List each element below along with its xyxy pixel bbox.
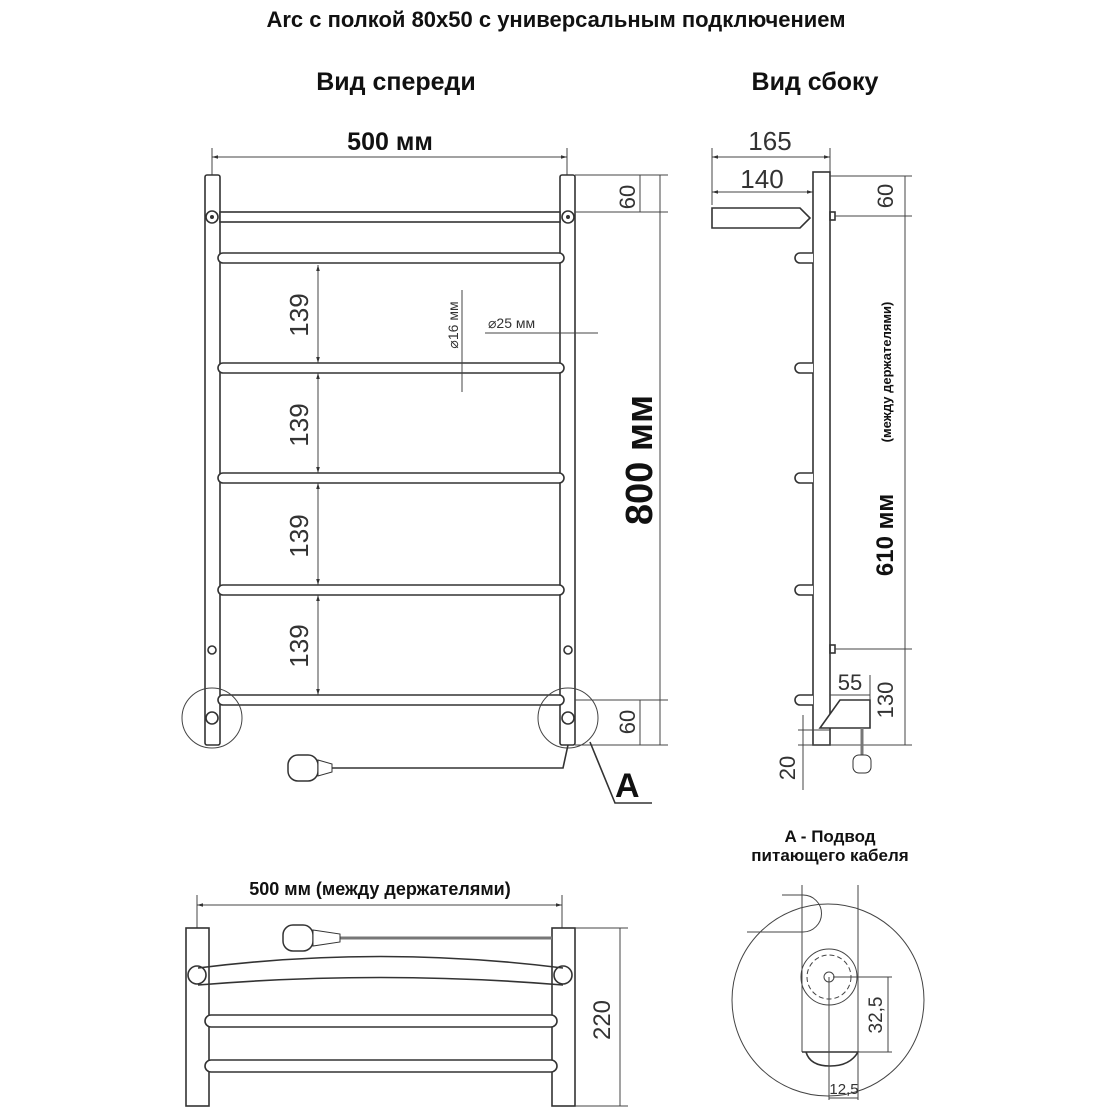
holders-label: 610 мм [872, 494, 899, 576]
holders-note: (между держателями) [879, 302, 894, 443]
top-width-label: 500 мм (между держателями) [249, 879, 511, 899]
rails [217, 252, 565, 706]
detail-horizontal-label: 12,5 [829, 1081, 858, 1098]
spacing-label: 139 [284, 514, 314, 557]
plug-icon [852, 754, 872, 774]
drawing-title: Arc с полкой 80x50 с универсальным подкл… [266, 7, 845, 32]
callout-a: A [615, 767, 640, 805]
spacing-label: 139 [284, 293, 314, 336]
detail-title-1: A - Подвод [784, 827, 875, 846]
top-view: 500 мм (между держателями) 220 [185, 879, 628, 1107]
front-height-label: 800 мм [619, 395, 661, 525]
front-width-label: 500 мм [347, 128, 433, 156]
side-pegs [794, 252, 813, 706]
side-view: Вид сбоку 165 140 60 610 мм (между держа… [711, 68, 912, 790]
front-view: Вид спереди 500 мм 139 139 139 139 ⌀16 м… [181, 68, 668, 805]
depth-total-label: 165 [748, 126, 791, 156]
outlet-label: 55 [838, 670, 862, 695]
tube-small-label: ⌀16 мм [445, 301, 461, 348]
detail-a: A - Подвод питающего кабеля 32,5 12,5 [731, 827, 925, 1100]
tube-large-label: ⌀25 мм [488, 315, 535, 331]
base-label: 20 [775, 756, 800, 780]
plug-icon [282, 924, 341, 952]
spacing-label: 139 [284, 624, 314, 667]
detail-vertical-label: 32,5 [866, 997, 887, 1034]
depth-shelf-label: 140 [740, 164, 783, 194]
top-offset-label: 60 [615, 185, 640, 209]
side-top-offset-label: 60 [873, 184, 898, 208]
side-view-heading: Вид сбоку [752, 68, 879, 96]
detail-title-2: питающего кабеля [751, 846, 908, 865]
top-depth-label: 220 [589, 1000, 616, 1040]
bottom-offset-label: 60 [615, 710, 640, 734]
front-view-heading: Вид спереди [316, 68, 476, 96]
plug-icon [287, 754, 333, 782]
bottom-label: 130 [873, 682, 898, 719]
spacing-label: 139 [284, 403, 314, 446]
